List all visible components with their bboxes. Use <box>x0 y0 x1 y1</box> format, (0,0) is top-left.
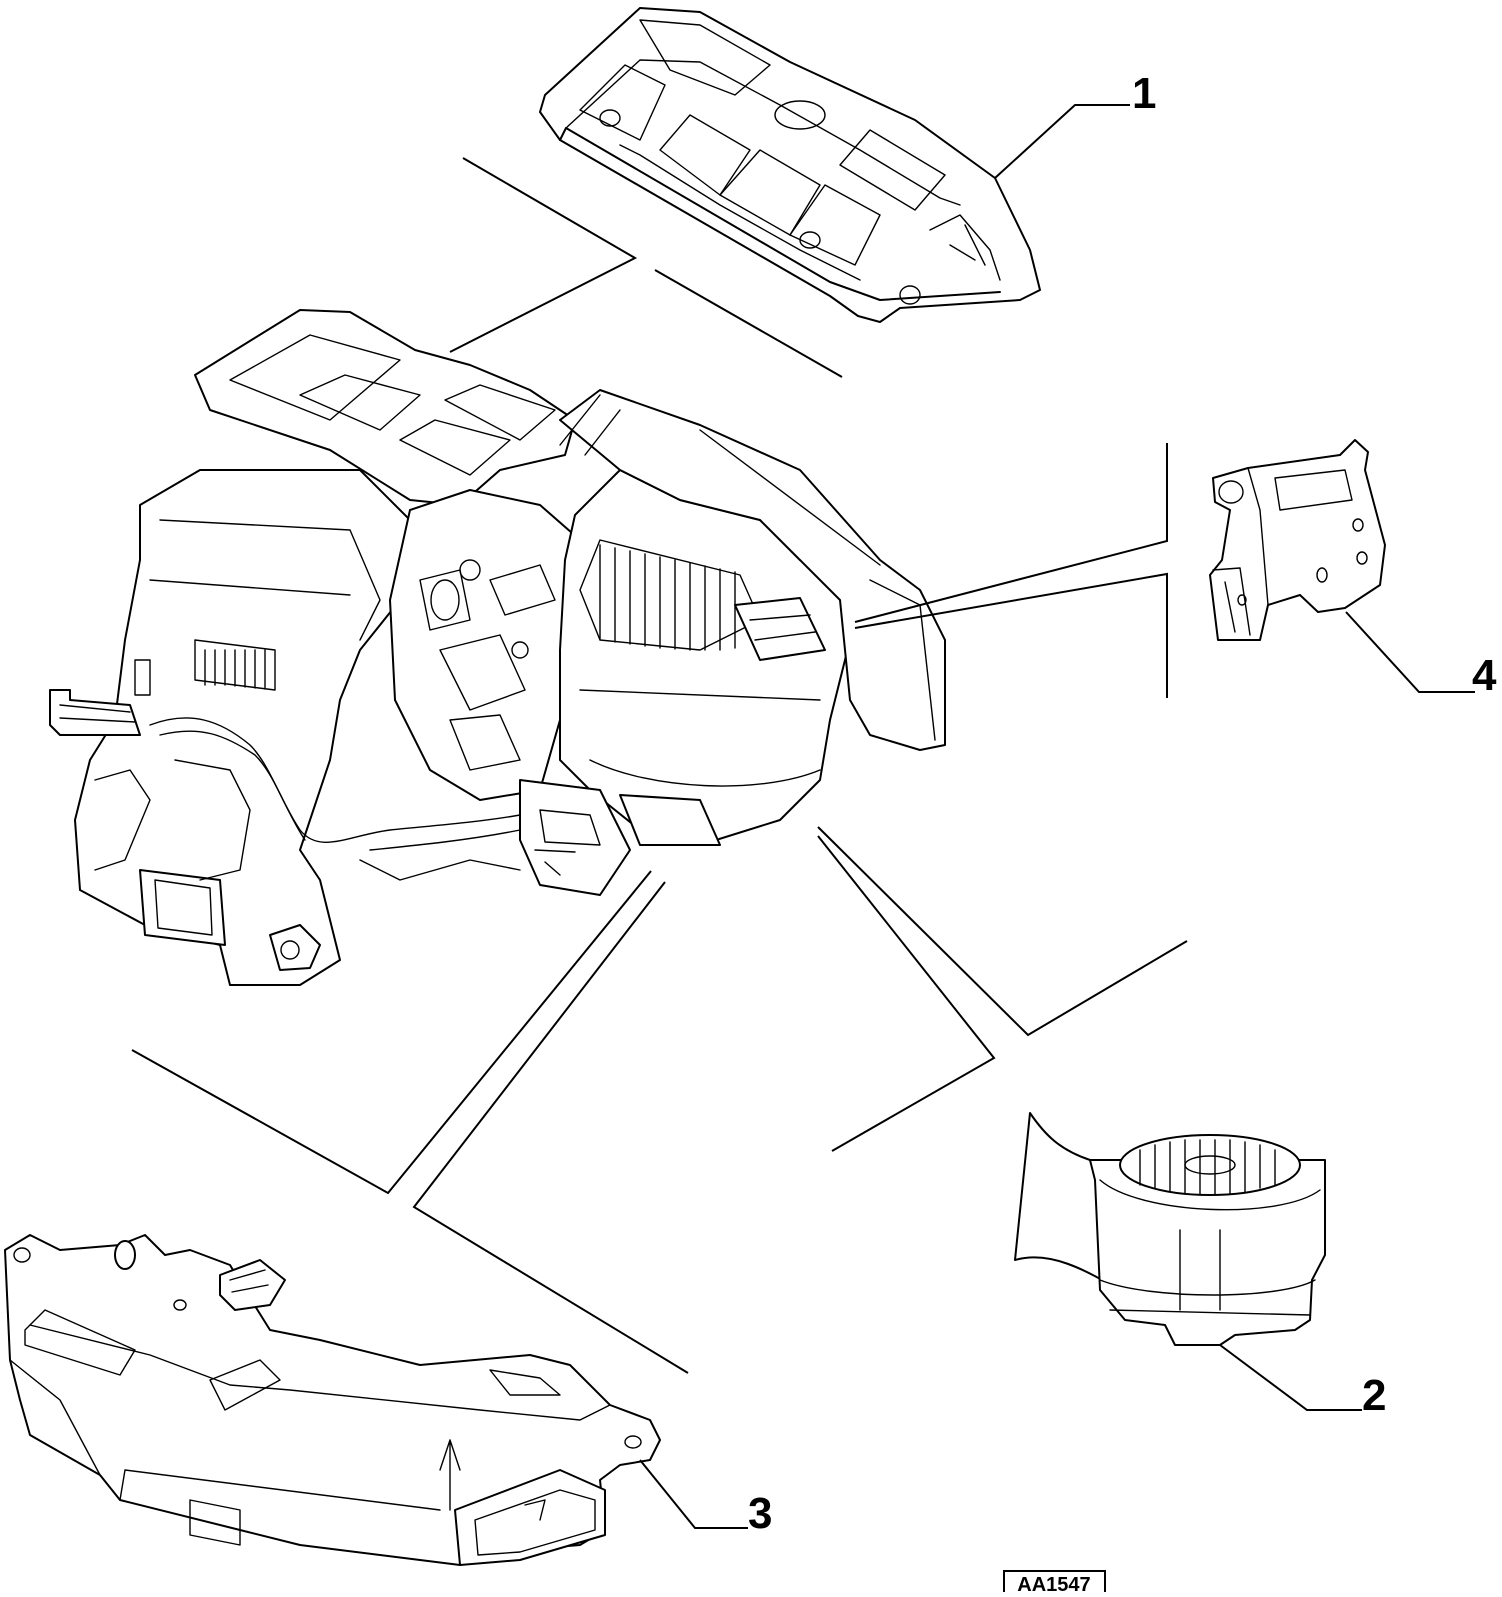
guide-line-part2-upper <box>817 826 1188 1037</box>
leader-line-4 <box>1345 611 1475 693</box>
callout-2: 2 <box>1362 1371 1386 1420</box>
callout-1: 1 <box>1132 69 1156 118</box>
part-1-air-duct[interactable] <box>539 7 1041 323</box>
part-2-blower-fan[interactable] <box>1014 1112 1326 1346</box>
hvac-main-assembly[interactable] <box>49 309 946 986</box>
guide-line-part2-lower <box>817 835 996 1152</box>
guide-line-part1-left <box>449 157 638 353</box>
callout-3: 3 <box>748 1489 772 1538</box>
leader-line-1 <box>994 104 1130 179</box>
callout-4: 4 <box>1472 651 1497 700</box>
part-3-lower-duct[interactable] <box>4 1234 661 1566</box>
guide-line-part3-left <box>131 870 652 1195</box>
guide-line-part1-right <box>654 269 843 378</box>
guide-line-part3-right <box>412 881 689 1374</box>
drawing-code-text: AA1547 <box>1017 1574 1090 1592</box>
guide-line-part4-upper <box>854 443 1168 623</box>
drawing-code-box: AA1547 <box>1003 1570 1106 1597</box>
leader-line-2 <box>1219 1344 1362 1411</box>
guide-line-part4-lower <box>854 572 1168 698</box>
leader-line-3 <box>639 1459 748 1529</box>
part-4-actuator[interactable] <box>1209 439 1386 641</box>
